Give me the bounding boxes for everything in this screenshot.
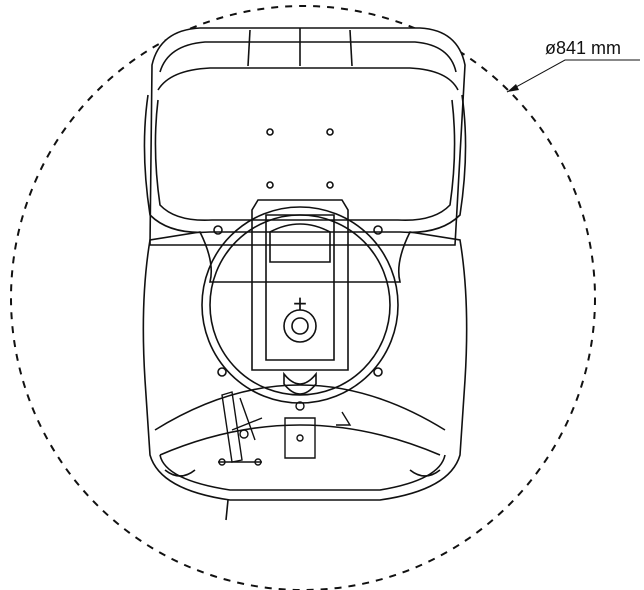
front-hood: [143, 27, 467, 246]
center-mark: +: [293, 290, 307, 317]
chassis-body: [142, 231, 468, 521]
central-handle-frame: [251, 199, 349, 395]
dimension-leader: [506, 59, 640, 93]
charging-contacts: [218, 391, 352, 466]
turning-diameter-circle: [10, 5, 596, 590]
diameter-label: ø841 mm: [545, 38, 622, 58]
